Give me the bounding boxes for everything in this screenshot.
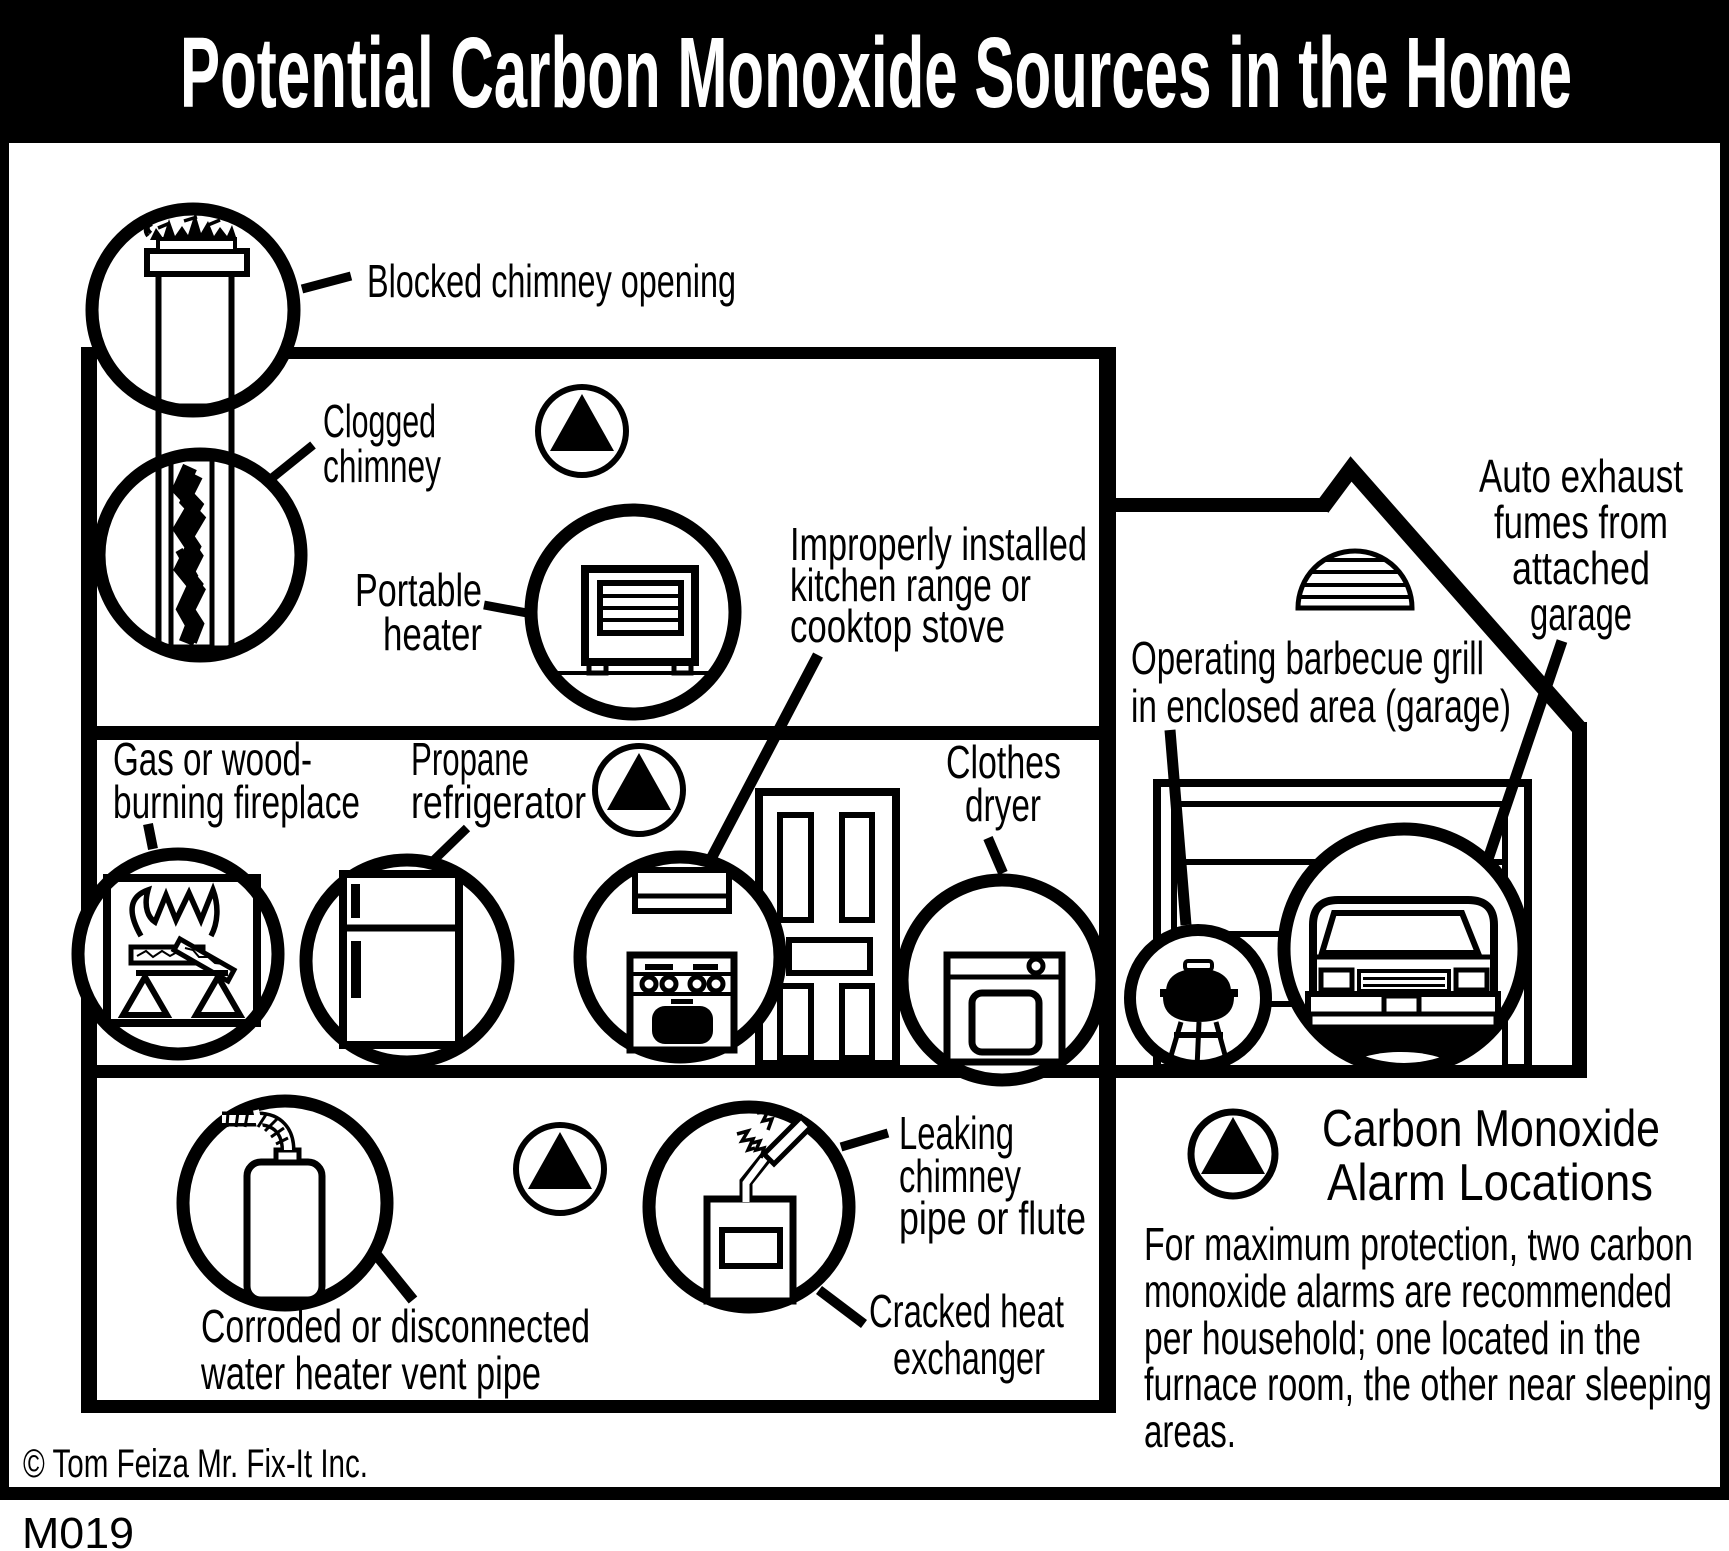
svg-text:garage: garage: [1530, 588, 1632, 640]
svg-text:exchanger: exchanger: [893, 1332, 1045, 1384]
svg-text:pipe or flute: pipe or flute: [899, 1192, 1086, 1244]
svg-text:furnace room, the other near s: furnace room, the other near sleeping: [1144, 1358, 1712, 1410]
svg-text:kitchen range or: kitchen range or: [790, 559, 1031, 611]
svg-text:in enclosed area (garage): in enclosed area (garage): [1131, 680, 1511, 732]
svg-text:chimney: chimney: [899, 1150, 1021, 1202]
svg-text:burning fireplace: burning fireplace: [113, 776, 360, 828]
svg-text:Corroded or disconnected: Corroded or disconnected: [201, 1300, 590, 1352]
svg-text:water heater vent pipe: water heater vent pipe: [200, 1347, 541, 1399]
svg-text:Clothes: Clothes: [946, 736, 1061, 788]
svg-text:Portable: Portable: [355, 564, 482, 616]
svg-text:Cracked heat: Cracked heat: [869, 1285, 1064, 1337]
svg-text:Alarm Locations: Alarm Locations: [1327, 1154, 1653, 1212]
svg-text:Potential Carbon Monoxide Sour: Potential Carbon Monoxide Sources in the…: [180, 17, 1572, 129]
svg-text:Propane: Propane: [411, 733, 529, 785]
svg-text:Operating barbecue grill: Operating barbecue grill: [1131, 632, 1484, 684]
svg-text:Clogged: Clogged: [323, 395, 436, 447]
svg-text:per household; one located in: per household; one located in the: [1144, 1312, 1641, 1364]
svg-text:attached: attached: [1512, 542, 1650, 594]
svg-text:M019: M019: [22, 1509, 134, 1551]
svg-text:areas.: areas.: [1144, 1405, 1236, 1457]
svg-text:heater: heater: [383, 608, 482, 660]
svg-text:© Tom Feiza Mr. Fix-It Inc.: © Tom Feiza Mr. Fix-It Inc.: [23, 1442, 368, 1486]
svg-text:Gas or wood-: Gas or wood-: [113, 733, 312, 785]
svg-text:Auto exhaust: Auto exhaust: [1479, 450, 1683, 502]
svg-text:fumes from: fumes from: [1494, 496, 1668, 548]
svg-text:monoxide alarms are recommende: monoxide alarms are recommended: [1144, 1265, 1672, 1317]
svg-text:chimney: chimney: [323, 440, 441, 492]
svg-text:cooktop stove: cooktop stove: [790, 600, 1005, 652]
svg-text:Improperly installed: Improperly installed: [790, 518, 1087, 570]
svg-text:Leaking: Leaking: [899, 1107, 1014, 1159]
svg-text:For maximum protection, two ca: For maximum protection, two carbon: [1144, 1218, 1693, 1270]
svg-text:dryer: dryer: [965, 779, 1041, 831]
svg-text:Carbon Monoxide: Carbon Monoxide: [1322, 1100, 1660, 1158]
svg-text:refrigerator: refrigerator: [411, 776, 586, 828]
svg-text:Blocked chimney opening: Blocked chimney opening: [367, 255, 736, 307]
